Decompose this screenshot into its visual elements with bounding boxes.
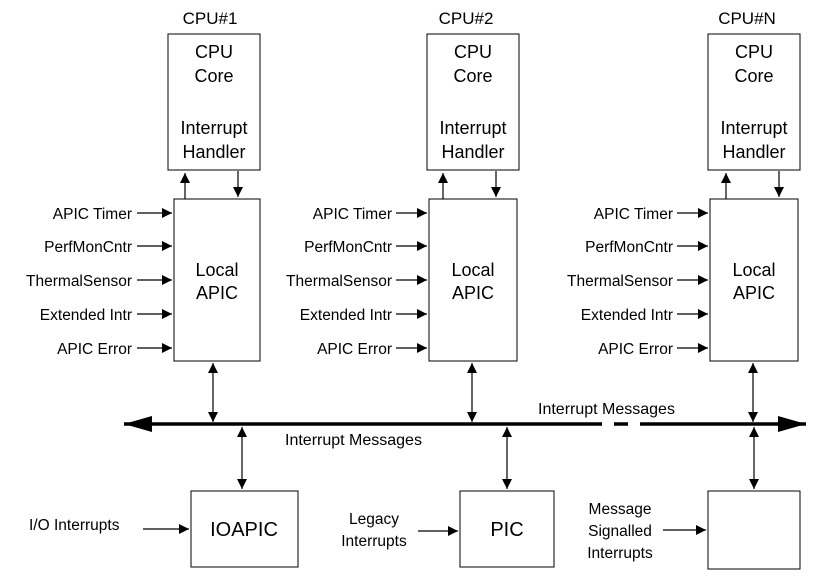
ioapic-box xyxy=(190,490,299,568)
cpu-group-1: CPU#1 CPU Core Interrupt Handler Local A… xyxy=(26,9,261,422)
io-interrupts-label: I/O Interrupts xyxy=(29,517,120,534)
cpu-title: CPU#N xyxy=(718,9,776,28)
msi-device-box xyxy=(707,490,801,570)
local-apic-label-line-2: APIC xyxy=(452,283,494,303)
cpu-core-label-line-1: CPU xyxy=(735,42,773,62)
cpu-core-label-line-1: CPU xyxy=(195,42,233,62)
msi-label-line-2: Signalled xyxy=(588,523,652,540)
input-label-extended-intr: Extended Intr xyxy=(581,307,673,324)
device-pic: PIC Legacy Interrupts xyxy=(341,427,555,568)
local-apic-label-line-1: Local xyxy=(195,260,238,280)
cpu-core-label-line-1: CPU xyxy=(454,42,492,62)
cpu-core-label-line-2: Core xyxy=(734,66,773,86)
ioapic-label: IOAPIC xyxy=(210,519,278,541)
input-label-apic-timer: APIC Timer xyxy=(53,206,132,223)
bus-label-upper: Interrupt Messages xyxy=(538,401,675,418)
local-apic-box xyxy=(709,198,799,362)
input-label-apic-timer: APIC Timer xyxy=(594,206,673,223)
input-label-perfmoncntr: PerfMonCntr xyxy=(44,239,132,256)
local-apic-label-line-2: APIC xyxy=(196,283,238,303)
cpu-group-2: CPU#2 CPU Core Interrupt Handler Local A… xyxy=(286,9,520,422)
input-label-apic-error: APIC Error xyxy=(598,341,673,358)
input-label-apic-error: APIC Error xyxy=(317,341,392,358)
cpu-core-box xyxy=(167,33,261,171)
cpu-title: CPU#2 xyxy=(439,9,494,28)
cpu-title: CPU#1 xyxy=(183,9,238,28)
interrupt-handler-label-line-2: Handler xyxy=(441,142,504,162)
local-apic-label-line-1: Local xyxy=(732,260,775,280)
input-label-extended-intr: Extended Intr xyxy=(40,307,132,324)
input-label-extended-intr: Extended Intr xyxy=(300,307,392,324)
interrupt-handler-label-line-1: Interrupt xyxy=(439,118,506,138)
input-label-perfmoncntr: PerfMonCntr xyxy=(585,239,673,256)
interrupt-handler-label-line-1: Interrupt xyxy=(720,118,787,138)
interrupt-handler-label-line-2: Handler xyxy=(722,142,785,162)
msi-label-line-1: Message xyxy=(589,501,652,518)
input-label-perfmoncntr: PerfMonCntr xyxy=(304,239,392,256)
pic-label: PIC xyxy=(490,519,523,541)
input-label-apic-error: APIC Error xyxy=(57,341,132,358)
cpu-group-n: CPU#N CPU Core Interrupt Handler Local A… xyxy=(567,9,801,422)
input-label-thermalsensor: ThermalSensor xyxy=(286,273,392,290)
local-apic-box xyxy=(428,198,518,362)
device-ioapic: IOAPIC I/O Interrupts xyxy=(29,427,299,568)
legacy-interrupts-label-line-2: Interrupts xyxy=(341,533,407,550)
input-label-thermalsensor: ThermalSensor xyxy=(567,273,673,290)
cpu-core-label-line-2: Core xyxy=(194,66,233,86)
interrupt-handler-label-line-2: Handler xyxy=(182,142,245,162)
msi-label-line-3: Interrupts xyxy=(587,545,653,562)
interrupt-handler-label-line-1: Interrupt xyxy=(180,118,247,138)
cpu-core-label-line-2: Core xyxy=(453,66,492,86)
cpu-core-box xyxy=(426,33,520,171)
local-apic-box xyxy=(173,198,261,362)
bus-label-lower: Interrupt Messages xyxy=(285,432,422,449)
input-label-thermalsensor: ThermalSensor xyxy=(26,273,132,290)
local-apic-label-line-1: Local xyxy=(451,260,494,280)
device-msi: Message Signalled Interrupts xyxy=(587,427,801,570)
interrupt-message-bus: Interrupt Messages Interrupt Messages xyxy=(124,401,806,449)
pic-box xyxy=(459,490,555,568)
local-apic-label-line-2: APIC xyxy=(733,283,775,303)
input-label-apic-timer: APIC Timer xyxy=(313,206,392,223)
legacy-interrupts-label-line-1: Legacy xyxy=(349,511,399,528)
cpu-core-box xyxy=(707,33,801,171)
